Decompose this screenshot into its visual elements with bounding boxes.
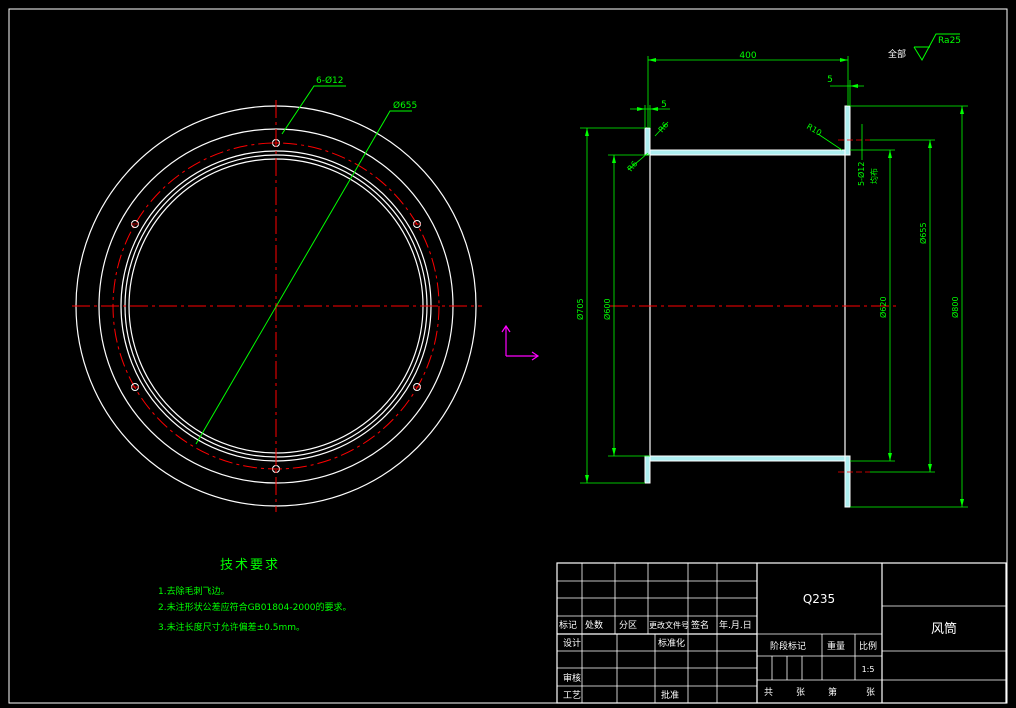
sheet-unit: 张 xyxy=(796,687,805,698)
right-flange-top xyxy=(844,105,851,156)
dia-705: Ø705 xyxy=(575,298,585,320)
hole-leader xyxy=(281,85,346,135)
left-flange-top xyxy=(644,127,651,156)
length-dim: 400 xyxy=(739,51,756,61)
approve-label: 批准 xyxy=(661,689,679,701)
finish-value: Ra25 xyxy=(938,36,961,46)
left-flange-bottom xyxy=(644,455,651,484)
header-date: 年.月.日 xyxy=(719,619,752,631)
front-view: 6-Ø12 Ø655 xyxy=(72,75,482,512)
pcd-leader xyxy=(195,110,412,445)
material: Q235 xyxy=(803,592,835,606)
dia-655: Ø655 xyxy=(918,222,928,244)
scale-value: 1:5 xyxy=(862,665,875,674)
standardize-label: 标准化 xyxy=(658,637,685,649)
stage-mark: 阶段标记 xyxy=(770,640,806,652)
row-design: 设计 xyxy=(563,637,581,649)
title-block-text: 标记 处数 分区 更改文件号 签名 年.月.日 设计 审核 工艺 标准化 批准 … xyxy=(559,592,957,701)
tech-item: 2.未注形状公差应符合GB01804-2000的要求。 xyxy=(158,601,352,613)
weight-label: 重量 xyxy=(827,640,845,652)
scale-label: 比例 xyxy=(859,640,877,652)
sheet-total: 共 xyxy=(764,687,773,698)
header-mark: 标记 xyxy=(559,619,577,631)
flange-right-dim: 5 xyxy=(827,75,833,85)
right-flange-bottom xyxy=(844,455,851,508)
section-view: 400 5 5 R6 R10 R6 5-Ø12 均布 Ø705 Ø600 Ø62… xyxy=(575,51,968,508)
header-sign: 签名 xyxy=(691,619,709,631)
holes-callout-note: 均布 xyxy=(869,168,879,184)
dia-620: Ø620 xyxy=(878,296,888,318)
tech-item: 3.未注长度尺寸允许偏差±0.5mm。 xyxy=(158,621,305,633)
title-block xyxy=(556,562,1007,704)
drawing-border xyxy=(8,8,1008,704)
weld-left-lower-callout: R6 xyxy=(626,159,640,173)
tech-item: 1.去除毛刺飞边。 xyxy=(158,585,230,597)
shell-wall-bottom xyxy=(649,455,848,462)
pcd-callout: Ø655 xyxy=(393,100,417,111)
surface-finish: 全部 Ra25 xyxy=(888,33,961,62)
sheet-no: 第 xyxy=(828,686,837,698)
header-zone: 分区 xyxy=(619,620,637,631)
holes-callout: 5-Ø12 xyxy=(856,162,866,186)
hole-callout: 6-Ø12 xyxy=(316,75,344,86)
dia-800: Ø800 xyxy=(950,296,960,318)
tech-title: 技术要求 xyxy=(220,558,280,573)
row-review: 审核 xyxy=(563,672,581,684)
sheet-unit2: 张 xyxy=(866,687,875,698)
tech-requirements: 技术要求 1.去除毛刺飞边。 2.未注形状公差应符合GB01804-2000的要… xyxy=(158,558,352,633)
shell-wall-top xyxy=(649,149,848,156)
part-name: 风筒 xyxy=(931,621,957,637)
header-count: 处数 xyxy=(585,619,603,631)
ucs-icon xyxy=(501,324,540,361)
flange-left-dim: 5 xyxy=(661,100,667,110)
row-process: 工艺 xyxy=(563,690,581,701)
dia-600: Ø600 xyxy=(602,298,612,320)
header-change-doc: 更改文件号 xyxy=(649,620,689,630)
finish-prefix: 全部 xyxy=(888,48,906,60)
